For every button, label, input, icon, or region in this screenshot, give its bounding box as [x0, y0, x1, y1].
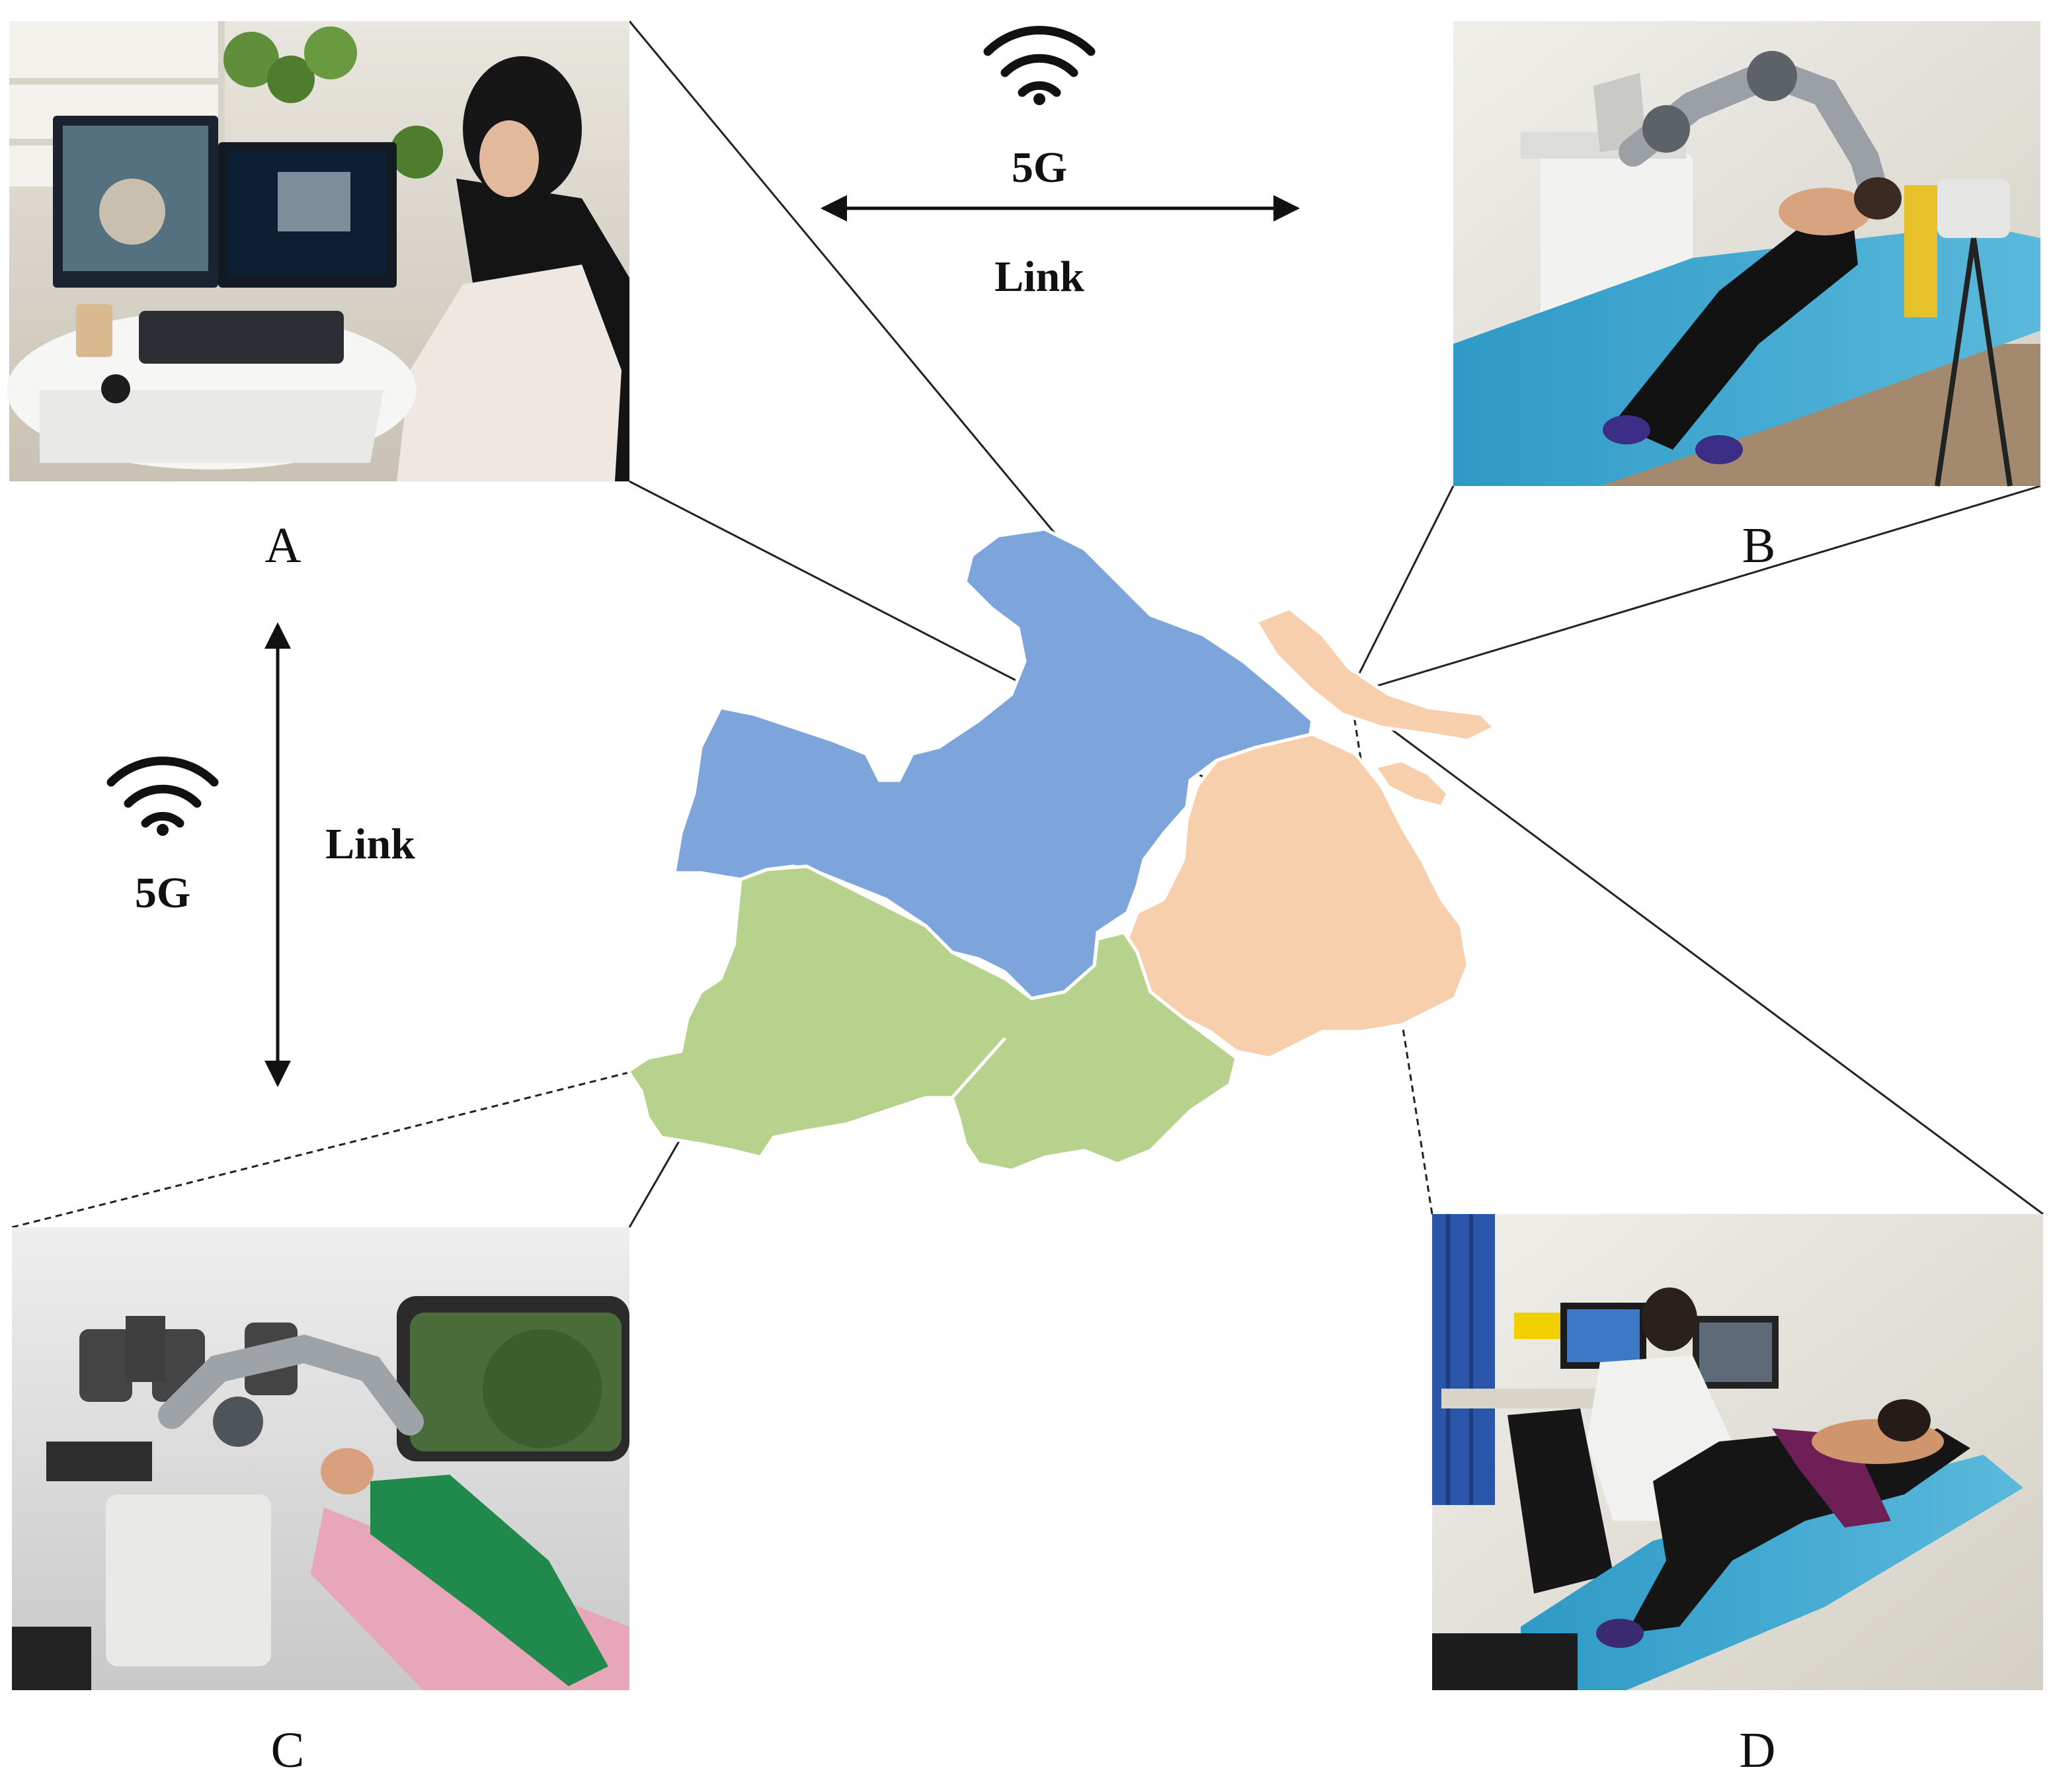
connector-b-right: [1348, 485, 2041, 696]
connector-c-left: [11, 1045, 735, 1229]
connector-d-right: [1351, 698, 2044, 1215]
connector-b-left: [1347, 485, 1455, 695]
vertical-link-5g-label: 5G: [135, 869, 190, 917]
region-map: [626, 527, 1496, 1172]
photo-d-manual-exam-room: [1432, 1214, 2043, 1690]
wifi-icon: [983, 26, 1096, 105]
map-border-south-split: [951, 1037, 1006, 1099]
photo-b-robotic-exam-room: [1453, 21, 2040, 487]
map-region-south: [626, 864, 1238, 1172]
vertical-link: 5G Link: [106, 622, 415, 1087]
photo-a-operator-workstation: [7, 21, 629, 481]
map-region-center: [1125, 732, 1470, 1060]
wifi-icon: [106, 756, 219, 836]
panel-label-c: C: [271, 1723, 305, 1778]
vertical-link-text: Link: [325, 820, 415, 868]
photo-c-mobile-vehicle: [12, 1227, 629, 1690]
horizontal-link-text: Link: [994, 253, 1084, 301]
map-region-center-island-1: [1254, 606, 1496, 743]
horizontal-link: 5G Link: [821, 26, 1300, 301]
panel-label-b: B: [1742, 518, 1776, 573]
horizontal-link-5g-label: 5G: [1012, 143, 1067, 192]
panel-label-a: A: [265, 518, 302, 573]
panel-label-d: D: [1740, 1723, 1776, 1778]
map-region-center-island-2: [1373, 758, 1450, 809]
